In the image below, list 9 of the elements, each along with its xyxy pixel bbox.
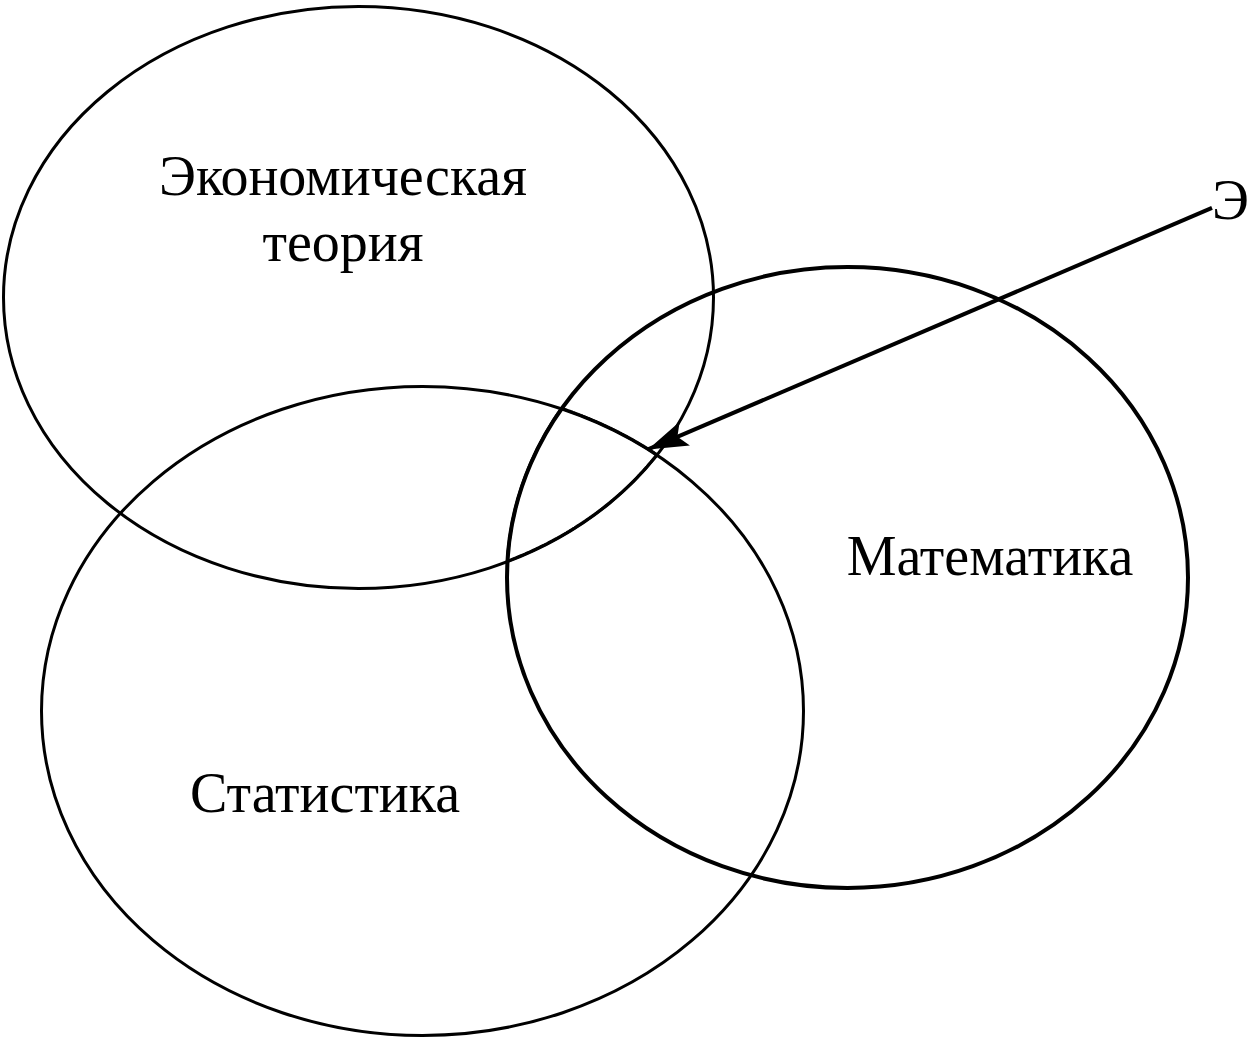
set-label: Экономическая теория (158, 144, 528, 275)
venn-ellipse (40, 385, 805, 1037)
venn-ellipse (505, 265, 1190, 890)
callout-letter: Э (1212, 172, 1249, 228)
venn-ellipse (2, 5, 715, 590)
set-label: Статистика (188, 761, 462, 826)
overlap-region (506, 407, 659, 563)
set-label: Математика (845, 524, 1135, 589)
leader-arrow (647, 206, 1213, 452)
